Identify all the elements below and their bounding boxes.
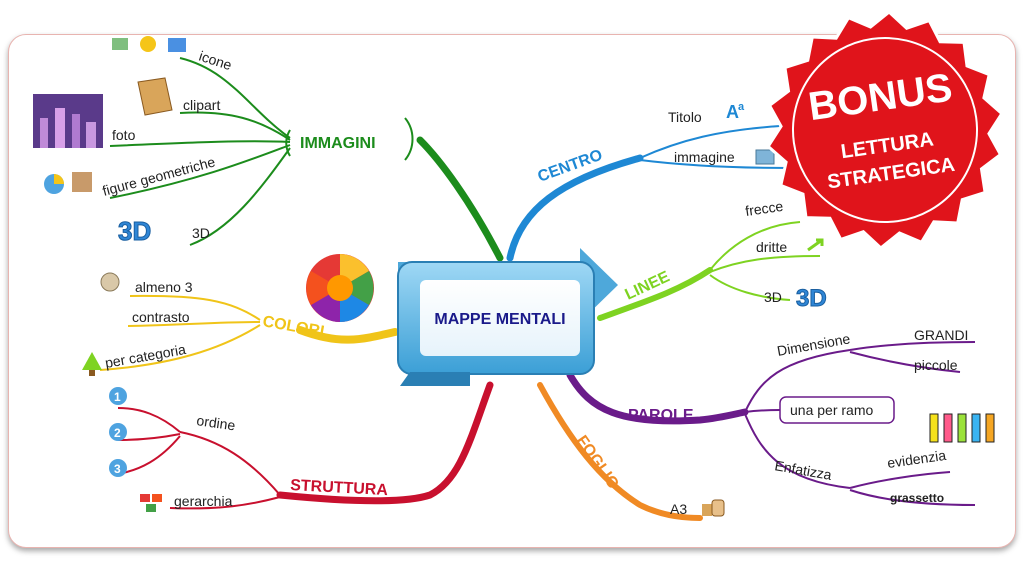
number-1-icon: 1: [109, 387, 127, 405]
branch-colori: COLORI almeno 3 contrasto per categoria: [82, 254, 399, 376]
item-almeno-3: almeno 3: [135, 279, 193, 295]
thumbs-up-icon: [702, 499, 725, 517]
item-piccole: piccole: [914, 357, 958, 373]
item-immagine: immagine: [674, 149, 735, 165]
branch-centro: CENTRO Titolo immagine A a: [506, 101, 791, 262]
svg-text:3: 3: [114, 462, 121, 476]
image-icon: [755, 149, 775, 165]
branch-linee: LINEE frecce dritte 3D 3D: [597, 198, 828, 321]
branch-label-parole: PAROLE: [628, 407, 694, 424]
color-wheel-icon: [306, 254, 374, 322]
item-evidenzia: evidenzia: [886, 447, 947, 471]
item-3d-linee: 3D: [764, 289, 782, 305]
item-clipart: clipart: [183, 97, 220, 113]
hierarchy-icon: [140, 494, 162, 512]
svg-text:2: 2: [114, 426, 121, 440]
item-dritte: dritte: [756, 239, 787, 255]
item-enfatizza: Enfatizza: [773, 457, 833, 483]
item-frecce: frecce: [744, 198, 784, 219]
item-icone: icone: [197, 48, 234, 74]
item-a3: A3: [670, 501, 687, 517]
item-per-categoria: per categoria: [104, 341, 187, 371]
branch-label-immagini: IMMAGINI: [300, 135, 376, 152]
3d-icon-linee: 3D: [796, 285, 828, 313]
item-una-per-ramo: una per ramo: [790, 402, 873, 418]
item-grandi: GRANDI: [914, 327, 968, 343]
svg-text:A: A: [726, 102, 739, 122]
3d-icon: 3D: [118, 216, 152, 247]
item-grassetto: grassetto: [890, 491, 944, 505]
item-dimensione: Dimensione: [776, 330, 852, 359]
city-photo-icon: [33, 94, 103, 148]
shapes-icon: [44, 172, 92, 194]
una-per-ramo-box: [779, 396, 895, 424]
treasure-map-icon: [137, 77, 173, 116]
item-foto: foto: [112, 127, 136, 143]
item-gerarchia: gerarchia: [174, 493, 233, 509]
item-titolo: Titolo: [668, 109, 702, 125]
icons-icon: [112, 36, 186, 52]
bonus-badge: BONUS LETTURA STRATEGICA: [766, 10, 1004, 250]
branch-label-struttura: STRUTTURA: [290, 477, 389, 499]
item-ordine: ordine: [196, 412, 237, 433]
number-3-icon: 3: [109, 459, 127, 477]
svg-text:3D: 3D: [796, 285, 827, 312]
item-3d: 3D: [192, 225, 210, 241]
tree-icon: [82, 352, 102, 376]
branch-foglio: FOGLIO A3: [537, 382, 725, 521]
branch-struttura: STRUTTURA ordine gerarchia 1 2 3: [109, 381, 494, 512]
number-2-icon: 2: [109, 423, 127, 441]
highlighters-icon: [929, 413, 995, 443]
arrow-icon: [807, 238, 824, 252]
svg-text:1: 1: [114, 390, 121, 404]
svg-text:3D: 3D: [118, 216, 151, 246]
branch-label-foglio: FOGLIO: [573, 433, 622, 493]
font-size-icon: A a: [726, 101, 745, 122]
palette-icon: [100, 272, 120, 292]
center-node: MAPPE MENTALI: [397, 248, 618, 386]
item-contrasto: contrasto: [132, 309, 190, 325]
branch-immagini: IMMAGINI icone clipart foto figure geome…: [33, 36, 504, 262]
center-title: MAPPE MENTALI: [434, 311, 565, 328]
svg-text:a: a: [738, 101, 745, 113]
branch-label-colori: COLORI: [261, 313, 325, 341]
branch-label-centro: CENTRO: [536, 147, 605, 186]
branch-parole: PAROLE Dimensione GRANDI piccole una per…: [566, 327, 995, 506]
